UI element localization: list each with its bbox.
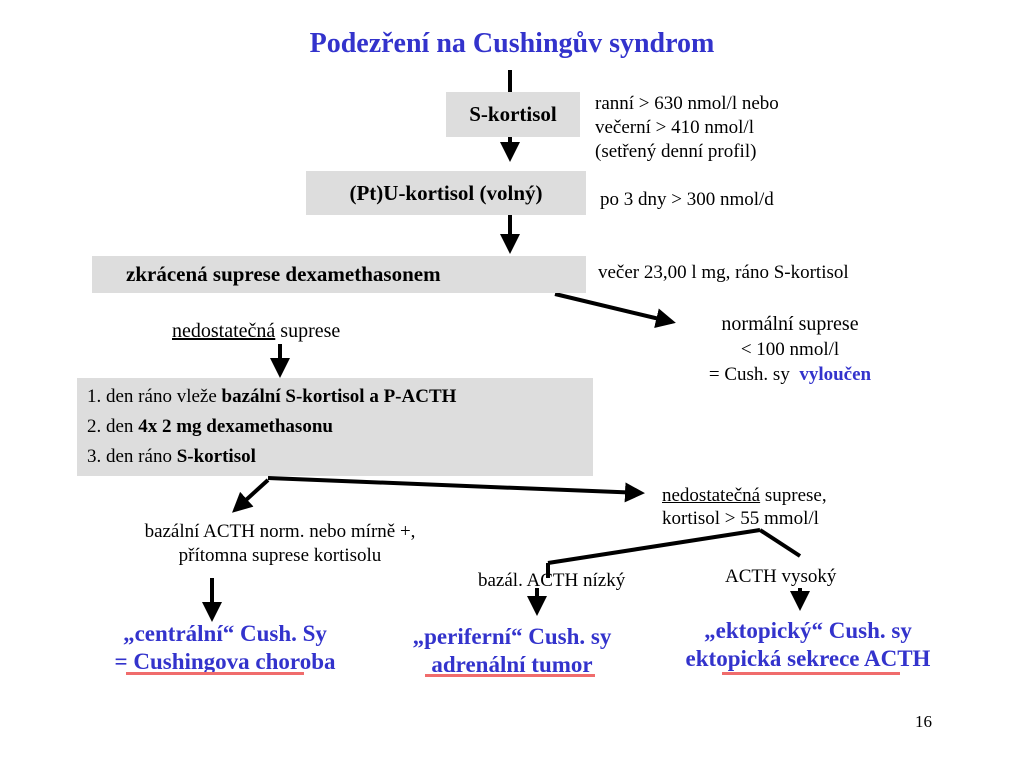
split-line: [547, 528, 761, 565]
split-line-right: [758, 528, 802, 558]
arrow-to-left-branch: [232, 478, 270, 513]
arrow-to-normal-suppression: [554, 292, 676, 329]
s-kortisol-note-line: večerní > 410 nmol/l: [595, 117, 754, 138]
protocol-step-text: 2. den: [87, 416, 139, 437]
left-branch-line: bazální ACTH norm. nebo mírně +,: [144, 521, 416, 542]
result-line: „periferní“ Cush. sy: [412, 624, 612, 649]
u-kortisol-box: (Pt)U-kortisol (volný): [306, 171, 586, 215]
protocol-step: 2. den 4x 2 mg dexamethasonu: [87, 412, 593, 442]
acth-high-label: ACTH vysoký: [725, 566, 837, 587]
u-kortisol-note: po 3 dny > 300 nmol/d: [600, 189, 774, 210]
normal-suppression-conclusion: = Cush. sy vyloučen: [640, 362, 940, 387]
right-branch-line: kortisol > 55 mmol/l: [662, 508, 819, 529]
result-line: = Cushingova choroba: [114, 649, 336, 674]
s-kortisol-note-line: (setřený denní profil): [595, 141, 757, 162]
result-line: adrenální tumor: [431, 652, 593, 677]
zkracena-suprese-box: zkrácená suprese dexamethasonem: [92, 256, 586, 293]
normal-suppression-threshold: < 100 nmol/l: [740, 339, 840, 360]
acth-low-label: bazál. ACTH nízký: [478, 570, 626, 591]
page-number: 16: [915, 712, 932, 731]
left-branch-line: přítomna suprese kortisolu: [178, 545, 382, 566]
conclusion-prefix: = Cush. sy: [708, 364, 790, 385]
zkracena-suprese-label: zkrácená suprese dexamethasonem: [126, 262, 441, 286]
protocol-step-bold: S-kortisol: [176, 446, 256, 467]
excluded-label: vyloučen: [799, 364, 872, 385]
peripheral-highlight-underline: [425, 674, 595, 677]
right-suppression-word: suprese,: [760, 485, 827, 506]
right-branch-line: nedostatečná suprese,: [662, 484, 827, 507]
peripheral-cushing-result: „periferní“ Cush. sy adrenální tumor: [380, 623, 644, 679]
protocol-step-text: 1. den ráno vleže: [87, 386, 222, 407]
right-insufficient-word: nedostatečná: [662, 485, 761, 506]
result-line: „ektopický“ Cush. sy: [704, 618, 912, 643]
protocol-step-bold: bazální S-kortisol a P-ACTH: [221, 386, 457, 407]
insufficient-suppression-label: nedostatečná suprese: [172, 320, 340, 343]
protocol-step: 3. den ráno S-kortisol: [87, 442, 593, 472]
arrow-to-right-branch: [267, 476, 645, 503]
normal-suppression-title: normální suprese: [721, 313, 859, 335]
s-kortisol-note: ranní > 630 nmol/l nebo večerní > 410 nm…: [595, 92, 779, 164]
left-branch-text: bazální ACTH norm. nebo mírně +, přítomn…: [70, 520, 490, 568]
insufficient-word: nedostatečná: [172, 320, 276, 342]
protocol-step-bold: 4x 2 mg dexamethasonu: [138, 416, 333, 437]
u-kortisol-label: (Pt)U-kortisol (volný): [349, 181, 543, 205]
s-kortisol-note-line: ranní > 630 nmol/l nebo: [595, 93, 779, 114]
central-highlight-underline: [126, 672, 304, 675]
protocol-step-text: 3. den ráno: [87, 446, 177, 467]
zkracena-note: večer 23,00 l mg, ráno S-kortisol: [598, 262, 849, 283]
normal-suppression: normální suprese < 100 nmol/l = Cush. sy…: [640, 312, 940, 387]
ectopic-cushing-result: „ektopický“ Cush. sy ektopická sekrece A…: [650, 617, 966, 673]
protocol-step: 1. den ráno vleže bazální S-kortisol a P…: [87, 382, 593, 412]
result-line: ektopická sekrece ACTH: [685, 646, 931, 671]
right-branch-text: nedostatečná suprese, kortisol > 55 mmol…: [662, 484, 827, 530]
ectopic-highlight-underline: [722, 672, 900, 675]
result-line: „centrální“ Cush. Sy: [123, 621, 327, 646]
s-kortisol-label: S-kortisol: [469, 102, 557, 126]
suppression-word: suprese: [275, 320, 341, 342]
page-title: Podezření na Cushingův syndrom: [309, 28, 715, 59]
central-cushing-result: „centrální“ Cush. Sy = Cushingova chorob…: [80, 620, 370, 676]
dexamethasone-protocol-box: 1. den ráno vleže bazální S-kortisol a P…: [77, 378, 593, 476]
s-kortisol-box: S-kortisol: [446, 92, 580, 137]
